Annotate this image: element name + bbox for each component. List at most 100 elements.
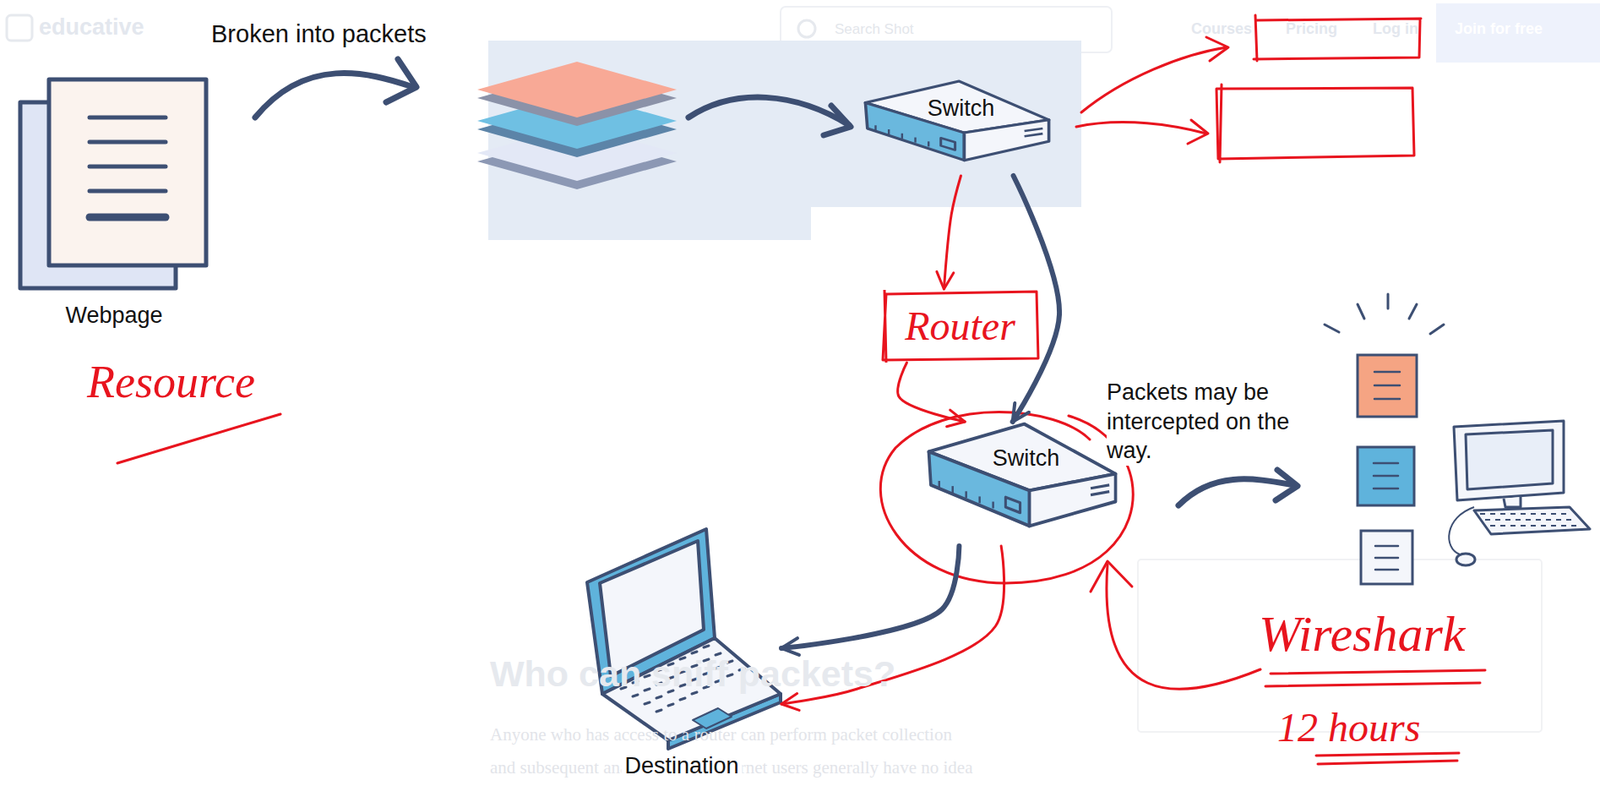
nav-link: Log in: [1372, 19, 1419, 39]
flow-arrow: [255, 73, 414, 118]
red-annotation: [1316, 752, 1459, 764]
desktop-computer: [1571, 524, 1577, 527]
switch-box: Switch: [926, 421, 1118, 546]
switch-symbol: [1005, 496, 1020, 512]
faded-page: [1436, 3, 1600, 63]
desktop-computer: [1525, 518, 1531, 521]
desktop-computer: [1561, 524, 1567, 527]
annotation-arrow: [943, 175, 961, 289]
site-logo: educative: [38, 12, 145, 43]
red-annotation: [1090, 560, 1132, 592]
switch-symbol: [963, 119, 1049, 161]
switch-symbol: [928, 424, 1116, 527]
packet-stack: [477, 61, 677, 190]
handwritten-note: Resource: [87, 353, 256, 412]
switch-symbol: [863, 79, 1051, 176]
laptop: [691, 651, 697, 654]
switch-symbol: [1024, 128, 1044, 137]
red-annotation: [1253, 15, 1421, 61]
annotation-arrow: [897, 362, 966, 422]
desktop-computer: [1474, 506, 1590, 534]
desktop-computer: [1515, 518, 1521, 521]
flow-arrow: [823, 105, 851, 136]
faded-page: [798, 20, 816, 38]
handwritten-note: 12 hours: [1277, 701, 1421, 753]
switch-symbol: [874, 125, 877, 131]
desktop-computer: [1465, 429, 1553, 490]
switch-symbol: [914, 137, 916, 143]
intercepted-packets: [1374, 371, 1400, 399]
red-annotation: [1076, 122, 1207, 134]
document-icon: [20, 79, 207, 289]
desktop-computer: [1510, 512, 1516, 515]
node-label: Destination: [620, 752, 742, 779]
laptop: [656, 709, 662, 712]
step-label: Broken into packets: [211, 18, 427, 50]
desktop-computer: [1500, 524, 1506, 527]
laptop: [587, 528, 781, 749]
switch-symbol: [887, 129, 890, 135]
document-icon: [89, 213, 166, 222]
desktop-computer: [1545, 518, 1552, 521]
desktop-computer: [1556, 518, 1562, 521]
flow-arrow: [781, 545, 959, 648]
document-icon: [89, 115, 166, 120]
node-label: Webpage: [65, 302, 163, 329]
desktop-computer: [1561, 512, 1567, 515]
switch-symbol: [991, 501, 994, 509]
switch-symbol: [926, 421, 1118, 546]
desktop-computer: [1520, 512, 1526, 515]
switch-symbol: [941, 137, 956, 150]
red-annotation: [1206, 37, 1229, 61]
note-text: Packets may be intercepted on the way.: [1106, 377, 1325, 466]
handwritten-note: Wireshark: [1258, 601, 1465, 667]
packet-stack: [477, 61, 677, 118]
desktop-computer: [1490, 524, 1496, 527]
switch-box: Switch: [863, 79, 1051, 176]
document-icon: [48, 79, 207, 266]
red-annotation: [1216, 84, 1415, 163]
router-outline: [882, 289, 1039, 363]
desktop-computer: [1448, 420, 1590, 566]
desktop-computer: [1480, 513, 1577, 526]
intercepted-packets: [1324, 293, 1444, 334]
laptop: [656, 696, 662, 698]
faded-page: [6, 15, 33, 41]
red-annotation: [880, 412, 1133, 584]
desktop-computer: [1530, 512, 1536, 515]
desktop-computer: [1540, 524, 1546, 527]
red-annotation: [117, 413, 281, 463]
laptop: [703, 645, 709, 648]
desktop-computer: [1495, 518, 1501, 521]
desktop-computer: [1530, 524, 1536, 527]
router-box: Router: [879, 288, 1041, 363]
desktop-computer: [1453, 420, 1564, 501]
search-placeholder: Search Shot: [834, 20, 915, 39]
red-annotation: [1187, 119, 1209, 144]
desktop-computer: [1535, 518, 1541, 521]
red-annotation: [117, 15, 1486, 764]
intercepted-packets: [1357, 354, 1417, 417]
laptop: [680, 697, 686, 700]
desktop-computer: [1551, 524, 1557, 527]
intercepted-packets: [1360, 530, 1413, 584]
faded-page: [6, 3, 1600, 732]
desktop-computer: [1456, 553, 1475, 566]
red-annotation: [1081, 47, 1227, 113]
desktop-computer: [1503, 496, 1521, 507]
node-label: Switch: [927, 96, 996, 123]
flow-arrow: [386, 59, 417, 103]
desktop-computer: [1510, 524, 1516, 527]
laptop: [668, 703, 674, 706]
flow-arrow: [688, 97, 849, 126]
desktop-computer: [1540, 512, 1546, 515]
flow-arrow: [1275, 469, 1298, 501]
laptop: [644, 702, 650, 704]
desktop-computer: [1448, 506, 1475, 555]
faded-heading: Who can sniff packets?: [489, 650, 896, 697]
switch-symbol: [938, 480, 941, 488]
nav-link: Courses: [1191, 19, 1252, 39]
document-icon: [89, 164, 166, 169]
node-label: Switch: [992, 446, 1061, 473]
